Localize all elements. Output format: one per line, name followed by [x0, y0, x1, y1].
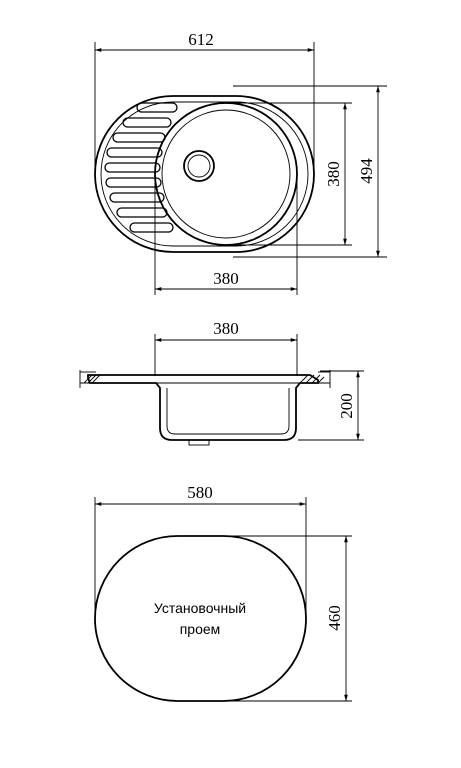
drainer-grooves	[104, 102, 178, 233]
sink-flange	[87, 374, 319, 441]
dimension-width-612: 612	[94, 30, 315, 170]
bowl-outer	[154, 102, 298, 246]
drainer-groove	[136, 102, 178, 113]
dimension-height-494: 494	[233, 85, 387, 258]
bowl-inner	[161, 109, 291, 239]
top-view: 612 380 380 494	[94, 30, 387, 295]
side-view: 380 200	[79, 319, 364, 446]
drainer-groove	[129, 222, 174, 233]
dimension-cutout-width-580: 580	[94, 483, 307, 618]
drain-stub	[188, 439, 210, 446]
drain-inner	[187, 154, 211, 178]
drainer-groove	[122, 117, 172, 128]
drainer-groove	[106, 147, 163, 158]
width-label: 612	[188, 30, 214, 49]
cutout-view: Установочный проем 580 460	[94, 483, 352, 702]
height-label: 494	[357, 158, 376, 184]
cutout-height-label: 460	[325, 605, 344, 631]
sink-inner-rim	[100, 101, 309, 247]
drainer-groove	[116, 207, 168, 218]
side-bowl-width-label: 380	[213, 319, 239, 338]
depth-label: 200	[337, 393, 356, 419]
dimension-depth-200: 200	[298, 370, 364, 441]
bowl-horizontal-label: 380	[213, 269, 239, 288]
cutout-width-label: 580	[187, 483, 213, 502]
cutout-caption-line2: проем	[180, 621, 221, 637]
drainer-groove	[109, 192, 165, 203]
cutout-caption-line1: Установочный	[154, 600, 246, 616]
dimension-cutout-height-460: 460	[200, 535, 352, 702]
dimension-bowl-horizontal-380: 380	[154, 174, 298, 295]
drainer-groove	[104, 162, 161, 173]
bowl-vertical-label: 380	[324, 161, 343, 187]
dimension-bowl-vertical-380: 380	[226, 102, 352, 246]
sink-outer-rim	[94, 95, 315, 253]
drainer-groove	[105, 177, 162, 188]
cutout-outline	[94, 535, 307, 702]
dimension-side-380: 380	[154, 319, 298, 376]
drainer-groove	[112, 132, 166, 143]
drain-outer	[183, 150, 215, 182]
